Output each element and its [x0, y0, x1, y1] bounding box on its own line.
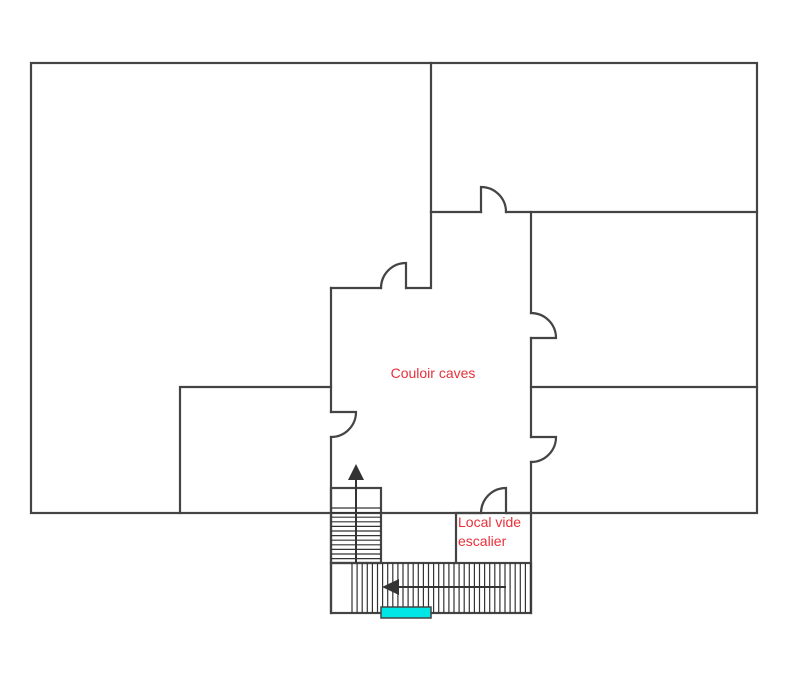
lower-stair-treads	[351, 563, 532, 613]
door-icon	[479, 185, 508, 214]
walls	[29, 61, 759, 615]
door-icon	[529, 435, 558, 464]
stair-void-label-line2: escalier	[458, 533, 507, 549]
outer-wall	[29, 61, 759, 515]
stair-arrow-left-icon	[382, 579, 506, 595]
small-room-wall	[178, 385, 333, 515]
stair-void-label-line1: Local vide	[458, 514, 521, 530]
door-icon	[529, 311, 558, 340]
door-icon	[479, 486, 508, 515]
corridor-label: Couloir caves	[391, 365, 476, 381]
stair-arrow-up-icon	[348, 464, 364, 563]
highlight-marker	[380, 606, 432, 619]
wall	[329, 210, 433, 290]
door-icon	[329, 410, 358, 439]
door-icon	[379, 261, 408, 290]
doors	[329, 185, 558, 515]
stair-void-wall	[454, 511, 533, 565]
